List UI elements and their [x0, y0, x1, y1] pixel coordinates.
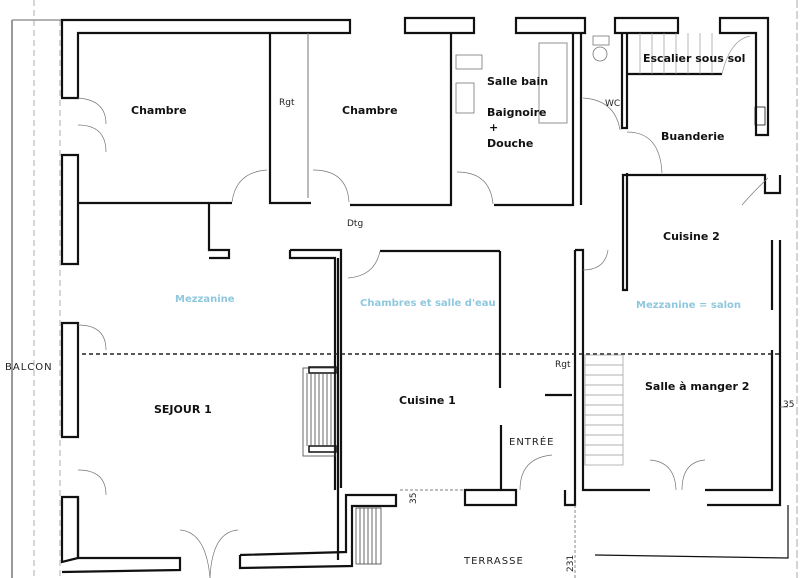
outdoor-label-terrasse: TERRASSE [464, 556, 524, 567]
room-label-entree: ENTRÉE [509, 437, 555, 448]
annotation-mezzanine-salon: Mezzanine = salon [636, 300, 742, 311]
room-label-buanderie: Buanderie [661, 130, 725, 143]
entree-stairs [584, 354, 624, 466]
room-label-dgt: Dtg [347, 219, 364, 229]
sejour-stairs [302, 366, 337, 457]
balcony-outline [11, 0, 62, 578]
outdoor-label-balcon: BALCON [5, 362, 53, 373]
room-label-douche: Douche [487, 137, 534, 150]
room-label-baignoire: Baignoire [487, 106, 547, 119]
terrace-stairs [355, 507, 382, 565]
room-label-plus: + [489, 121, 499, 134]
dimension-lines [400, 406, 788, 578]
room-label-rgt-1: Rgt [279, 98, 295, 108]
room-label-escalier: Escalier sous sol [643, 52, 746, 65]
room-label-chambre-1: Chambre [131, 104, 187, 117]
room-label-salle-bain: Salle bain [487, 75, 549, 88]
basement-stairs [639, 33, 751, 75]
dimension-35-bottom: 35 [409, 492, 419, 504]
walls [60, 16, 789, 574]
room-label-rgt-2: Rgt [555, 360, 571, 370]
room-label-cuisine-2: Cuisine 2 [663, 230, 720, 243]
door-swings [77, 97, 769, 578]
room-label-chambre-2: Chambre [342, 104, 398, 117]
dimension-231: 231 [566, 554, 576, 572]
room-label-sejour-1: SEJOUR 1 [154, 403, 212, 416]
room-label-salle-manger-2: Salle à manger 2 [645, 380, 750, 393]
annotation-chambres-salle-eau: Chambres et salle d'eau [360, 298, 496, 309]
dimension-35-right: 35 [783, 400, 795, 410]
room-label-wc: WC [605, 99, 621, 109]
bath-fixtures [455, 35, 766, 126]
annotation-mezzanine: Mezzanine [175, 294, 235, 305]
room-label-cuisine-1: Cuisine 1 [399, 394, 456, 407]
